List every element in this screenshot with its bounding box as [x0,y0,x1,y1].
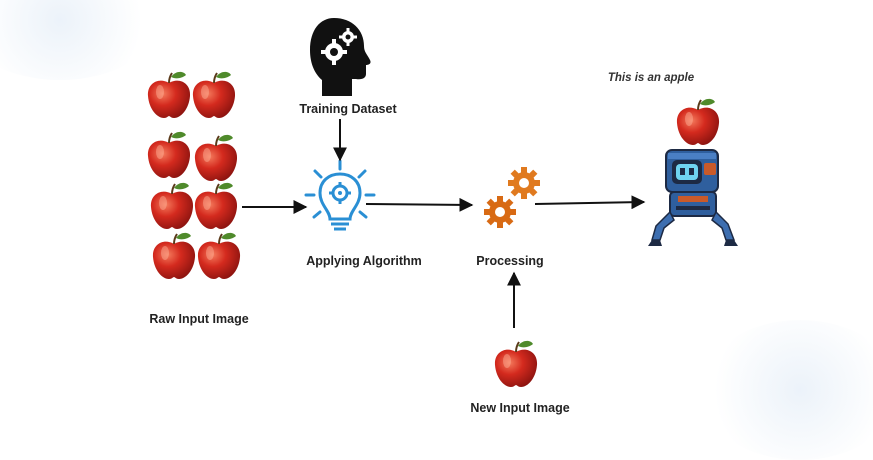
result-caption: This is an apple [607,72,695,84]
arrow-algorithm-to-processing [365,197,474,212]
ml-flow-diagram [146,18,738,388]
processing-label: Processing [476,254,544,268]
apple-icon [151,231,197,280]
head-gears-icon [310,18,371,96]
new-input-image-label: New Input Image [470,401,570,415]
apple-icon [493,339,539,388]
raw-input-image-label: Raw Input Image [149,312,249,326]
raw-apples-grid [146,70,242,280]
arrow-processing-to-robot [534,195,646,210]
applying-algorithm-label: Applying Algorithm [306,254,422,268]
gears-icon [484,167,540,228]
lightbulb-gear-icon [304,159,376,231]
apple-icon [149,181,195,230]
apple-icon [146,130,192,179]
training-dataset-label: Training Dataset [299,102,397,116]
apple-icon [146,70,192,119]
apple-icon [191,70,237,119]
apple-icon [675,97,721,146]
robot-icon [648,149,738,246]
apple-icon [193,181,239,230]
apple-icon [196,231,242,280]
apple-icon [193,133,239,182]
